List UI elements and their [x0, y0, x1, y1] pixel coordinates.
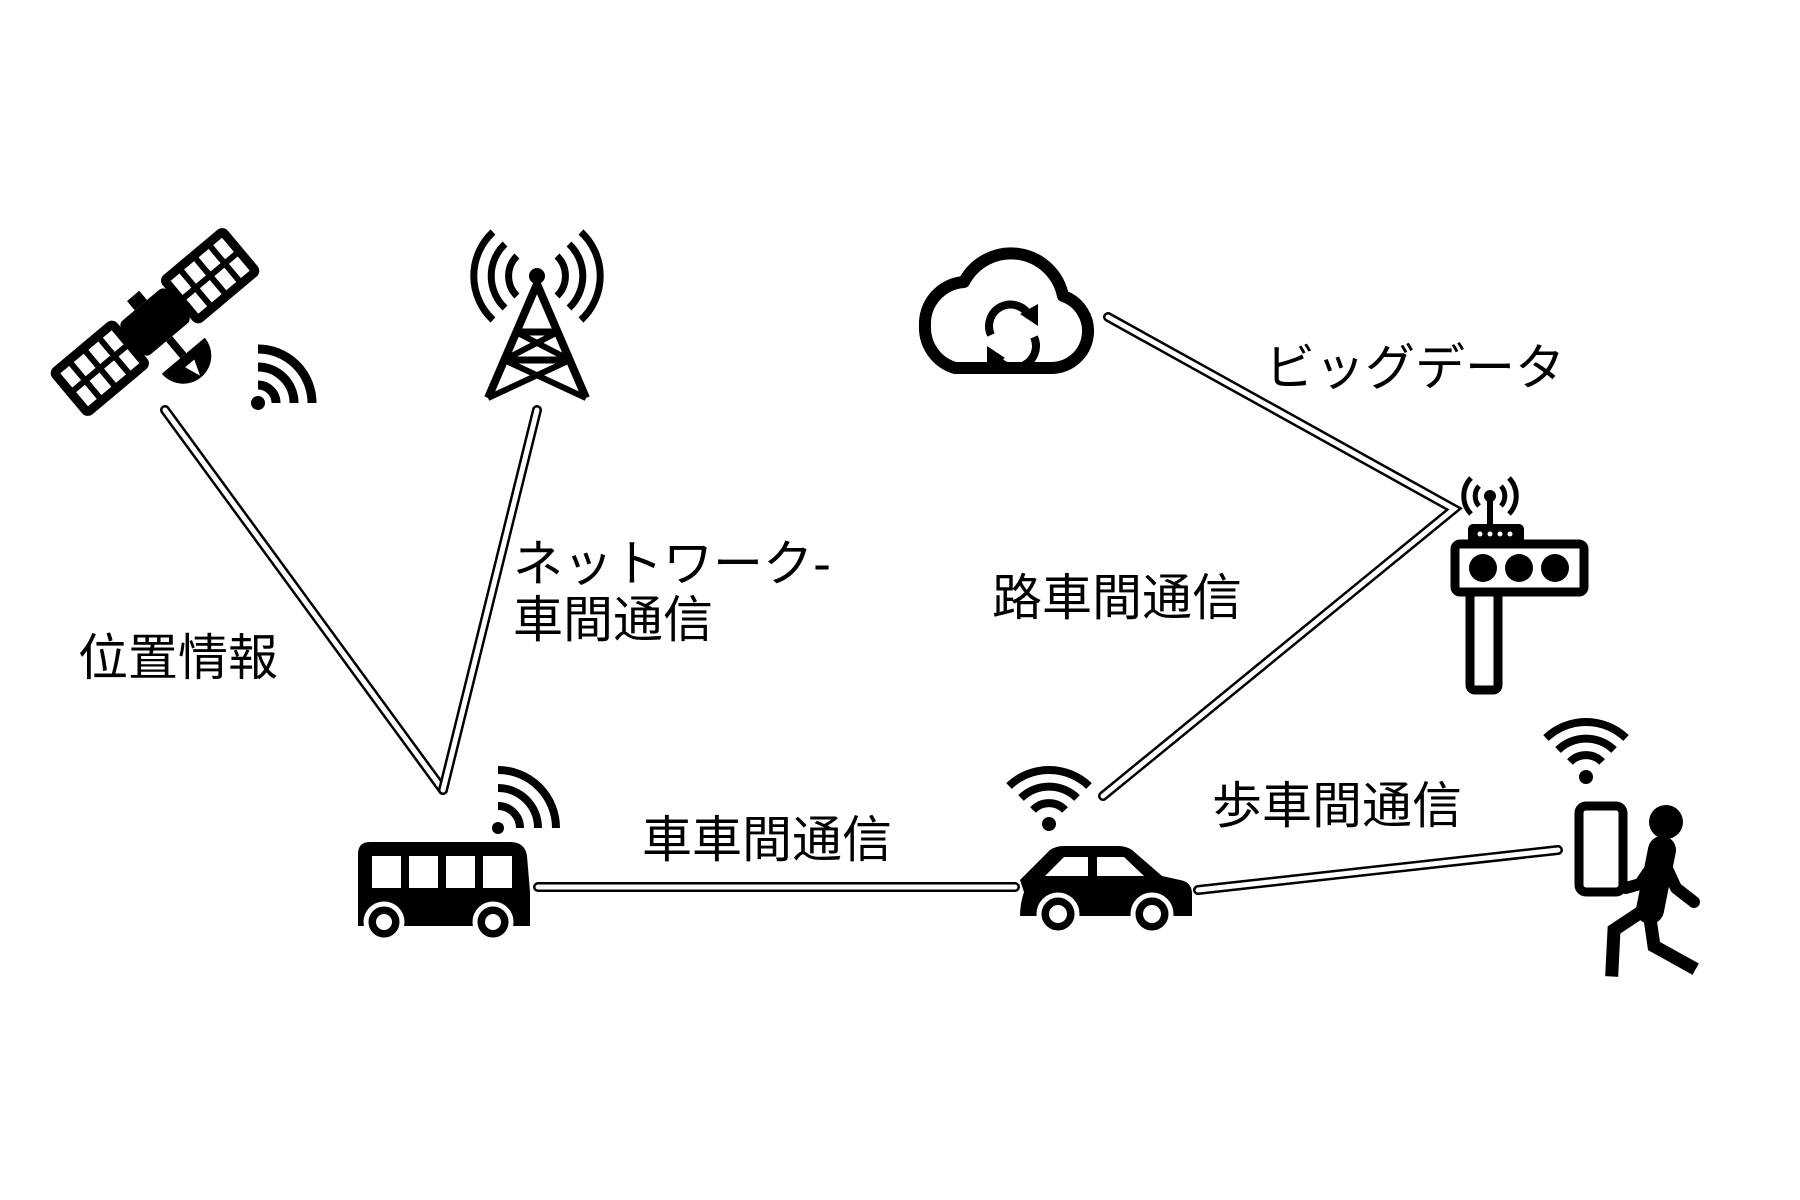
label-big-data-text: ビッグデータ: [1265, 339, 1565, 397]
car-icon: [1006, 766, 1192, 936]
link-car-pedestrian: [1193, 845, 1563, 895]
link-car-roadside-cloud: [1098, 312, 1463, 801]
label-position-info-text: 位置情報: [78, 629, 278, 687]
satellite-icon: [50, 228, 317, 416]
label-big-data: ビッグデータ: [1265, 340, 1565, 396]
label-vehicle-to-vehicle: 車車間通信: [642, 812, 892, 868]
label-network: ネットワーク- 車間通信: [513, 536, 831, 648]
cell-tower-icon: [470, 229, 604, 401]
pedestrian-with-phone-icon: [1543, 718, 1700, 977]
label-pedestrian-to-vehicle-text: 歩車間通信: [1212, 777, 1462, 835]
link-tower-bus: [438, 405, 542, 795]
bus-icon: [358, 766, 560, 943]
label-pedestrian-to-vehicle: 歩車間通信: [1212, 778, 1462, 834]
traffic-signal-icon: [1450, 476, 1589, 695]
label-v2v-text: 車車間通信: [642, 811, 892, 869]
links: [160, 312, 1563, 895]
link-satellite-bus: [160, 405, 448, 795]
cloud-sync-icon: [918, 247, 1094, 374]
label-road-to-vehicle: 路車間通信: [992, 570, 1242, 626]
label-network-line1: ネットワーク-: [513, 535, 832, 593]
label-position-info: 位置情報: [78, 630, 278, 686]
label-network-line2: 車間通信: [513, 591, 713, 649]
label-road-to-vehicle-text: 路車間通信: [992, 569, 1242, 627]
